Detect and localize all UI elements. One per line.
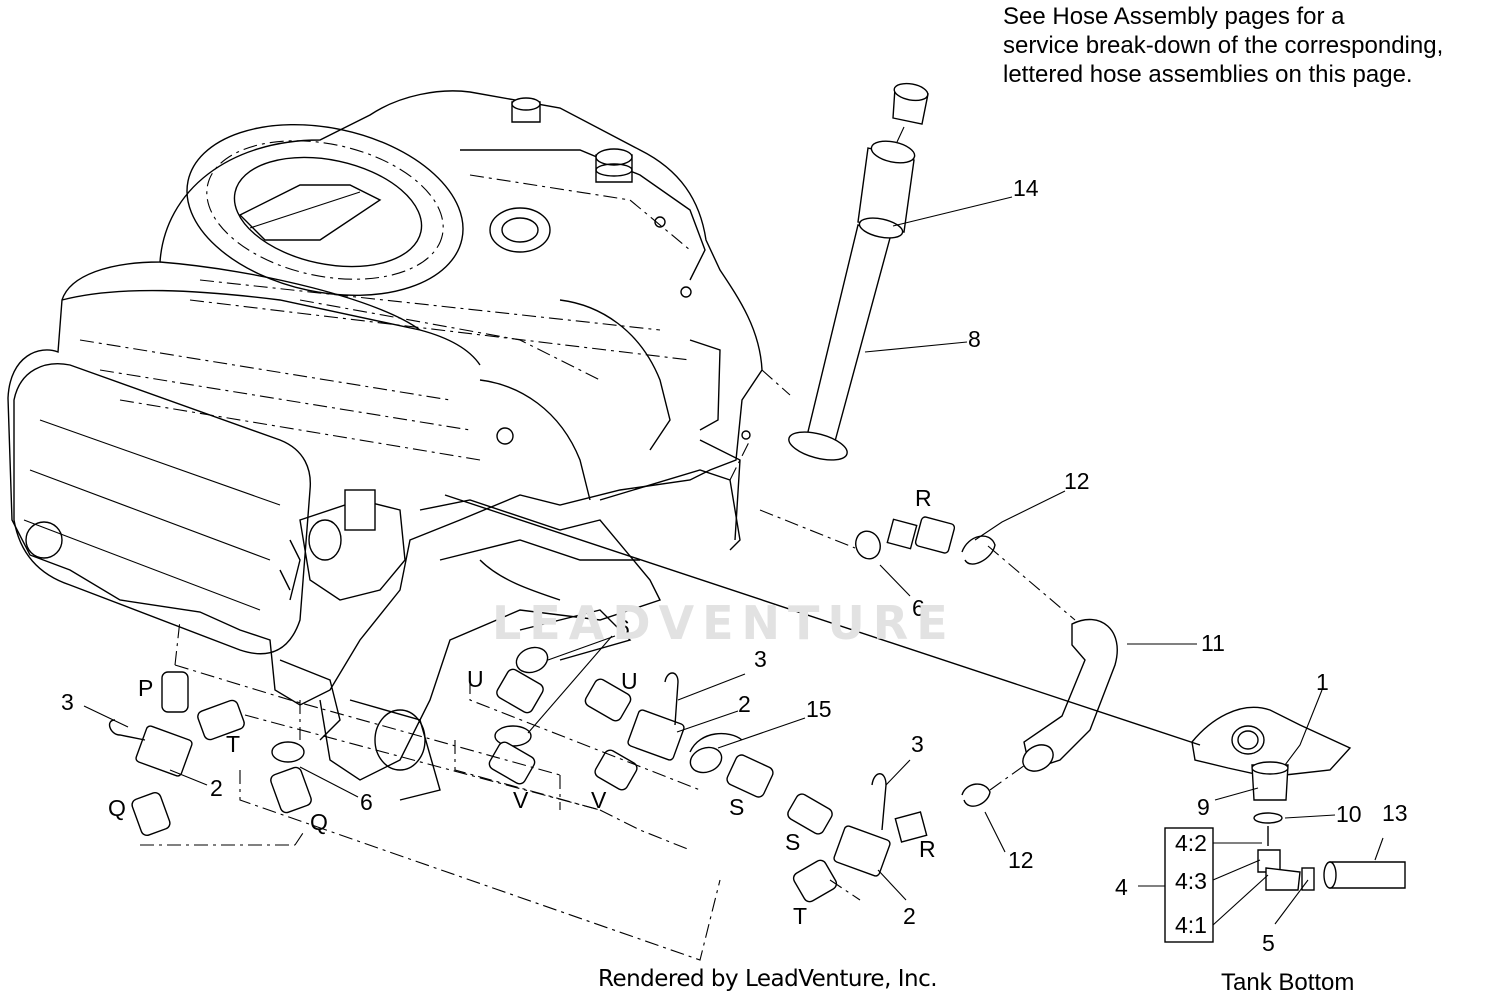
callout-R-low: R (919, 836, 936, 862)
guide-lines (140, 369, 1201, 961)
hose-11 (1022, 618, 1118, 772)
callout-9: 9 (1197, 794, 1210, 820)
callout-11: 11 (1201, 630, 1225, 656)
callout-14: 14 (1013, 175, 1039, 201)
callout-T-left: T (226, 731, 240, 757)
callout-8: 8 (968, 326, 981, 352)
callout-U-left: U (467, 666, 484, 692)
valve-group-mid (488, 646, 685, 791)
leader-lines (83, 196, 1384, 926)
callout-4: 4 (1115, 874, 1128, 900)
callout-U-right: U (621, 668, 638, 694)
fill-tube-assembly (788, 82, 929, 461)
callout-Q-left: Q (108, 795, 126, 821)
callout-15: 15 (806, 696, 832, 722)
note-line: See Hose Assembly pages for a (1003, 3, 1345, 30)
callout-4-2: 4:2 (1175, 830, 1207, 856)
fittings-right (855, 516, 996, 843)
callout-12-top: 12 (1064, 468, 1090, 494)
valve-group-right (689, 732, 891, 903)
callout-R-top: R (915, 485, 932, 511)
callout-V-right: V (591, 787, 607, 813)
callout-5: 5 (1262, 930, 1275, 956)
note-line: lettered hose assemblies on this page. (1003, 61, 1413, 88)
callout-2-mid: 2 (738, 691, 751, 717)
callout-3-left: 3 (61, 689, 74, 715)
callout-T-low: T (793, 903, 807, 929)
callout-3-mid: 3 (754, 646, 767, 672)
callout-10: 10 (1336, 801, 1362, 827)
hose-assembly-note: See Hose Assembly pages for a service br… (1003, 2, 1443, 89)
valve-group-left (108, 671, 312, 836)
callout-2-right: 2 (903, 903, 916, 929)
callout-1: 1 (1316, 669, 1329, 695)
callout-6-low: 6 (360, 789, 373, 815)
callout-P: P (138, 675, 153, 701)
callout-6-right: 6 (912, 595, 925, 621)
tank-bottom-inset (1164, 706, 1406, 943)
callout-S-lower: S (785, 829, 800, 855)
callout-Q-right: Q (310, 809, 328, 835)
callout-2-left: 2 (210, 775, 223, 801)
callout-S-upper: S (729, 794, 744, 820)
sprayer-tank (7, 90, 763, 801)
callout-V-left: V (513, 787, 529, 813)
callout-labels: 14 8 R 12 6 11 6 3 U U 2 15 P 3 T 2 Q Q … (61, 175, 1408, 956)
callout-4-1: 4:1 (1175, 912, 1207, 938)
callout-3-right: 3 (911, 731, 924, 757)
note-line: service break-down of the corresponding, (1003, 32, 1444, 59)
callout-6-mid: 6 (617, 615, 630, 641)
callout-12-low: 12 (1008, 847, 1034, 873)
callout-13: 13 (1382, 800, 1408, 826)
tank-bottom-caption: Tank Bottom (1221, 969, 1355, 996)
callout-4-3: 4:3 (1175, 868, 1207, 894)
render-credit: Rendered by LeadVenture, Inc. (598, 966, 938, 992)
watermark-text: LEADVENTURE (492, 596, 956, 650)
